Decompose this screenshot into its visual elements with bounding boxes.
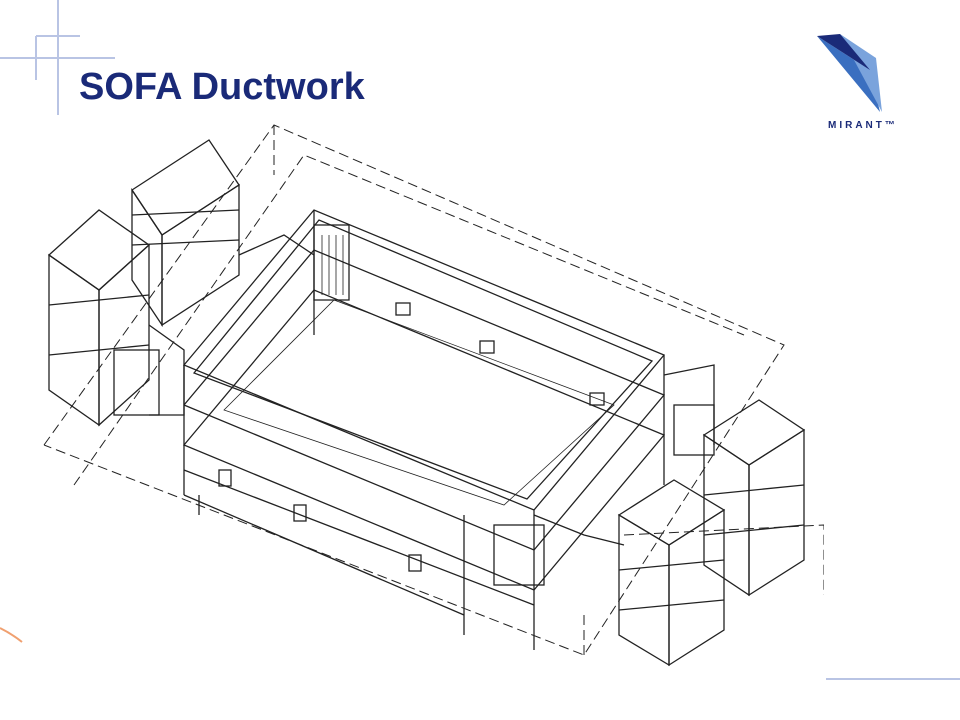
logo-wordmark: MIRANT™ [828,120,898,131]
bottom-rule [826,678,960,680]
logo-trademark: ™ [884,120,898,131]
mirant-logo [817,34,882,112]
logo-company-name: MIRANT [828,120,885,131]
slide-title: SOFA Ductwork [79,66,365,108]
ductwork-drawing [43,124,824,667]
